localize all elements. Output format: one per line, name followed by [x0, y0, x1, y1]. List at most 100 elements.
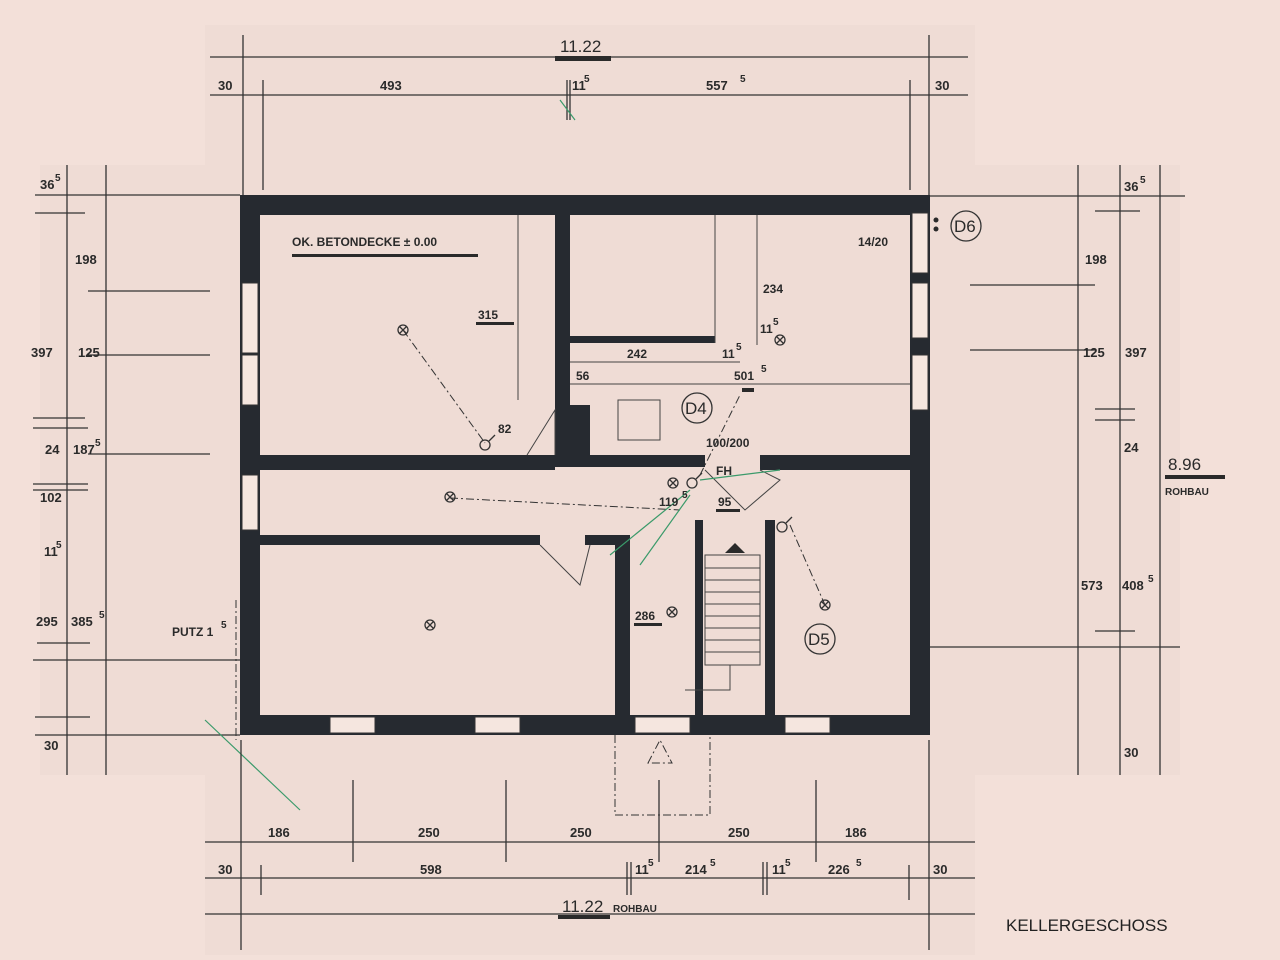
ceiling-light-icon — [424, 619, 436, 631]
dim-label: 11 — [722, 347, 735, 361]
dim-label: 30 — [44, 738, 58, 753]
detail-marker-d5: D5 — [804, 623, 836, 655]
window — [241, 282, 259, 354]
dim-label: 100/200 — [706, 436, 750, 450]
dim-label: 36 — [1124, 179, 1138, 194]
dim-label: 250 — [728, 825, 750, 840]
dim-sup: 5 — [95, 438, 101, 449]
dim-label: 11 — [44, 544, 58, 559]
dim-label: 397 — [1125, 345, 1147, 360]
detail-marker-label: D6 — [954, 217, 976, 236]
dim-sup: 5 — [99, 610, 105, 621]
switch-icon — [479, 434, 496, 451]
right-dimension-chain: 36 5 198 125 397 24 573 408 5 30 8.96 RO… — [930, 165, 1225, 775]
dim-label: 14/20 — [858, 235, 888, 249]
interior-labels: OK. BETONDECKE ± 0.00 315 82 234 242 11 … — [172, 235, 888, 740]
dim-label: 24 — [45, 442, 60, 457]
dim-label: 30 — [1124, 745, 1138, 760]
detail-marker-label: D5 — [808, 630, 830, 649]
dim-sup: 5 — [682, 490, 688, 501]
dim-sup: 5 — [773, 317, 779, 328]
dim-label: 295 — [36, 614, 58, 629]
dim-label: 250 — [570, 825, 592, 840]
dim-label: 187 — [73, 442, 95, 457]
dim-sup: 5 — [785, 858, 791, 869]
dim-label: 11 — [760, 322, 773, 336]
window — [911, 282, 929, 339]
staircase — [685, 543, 761, 691]
dim-sup: 5 — [710, 858, 716, 869]
electrical-symbols — [397, 324, 831, 631]
dim-sup: 5 — [761, 364, 767, 375]
dim-sup: 5 — [856, 858, 862, 869]
dim-label: 598 — [420, 862, 442, 877]
dim-label: 397 — [31, 345, 53, 360]
ceiling-light-icon — [666, 606, 678, 618]
dim-label: 214 — [685, 862, 707, 877]
dim-label: 56 — [576, 369, 590, 383]
entrance-arrow-icon — [647, 738, 673, 764]
left-dimension-chain: 36 5 198 397 125 24 187 5 102 11 5 295 3… — [31, 165, 240, 775]
ceiling-light-icon — [819, 599, 831, 611]
drawing-paper-wide — [40, 165, 1180, 775]
switch-icon — [686, 472, 703, 489]
dim-label: 11 — [635, 862, 649, 877]
interior-details — [204, 99, 910, 816]
dim-sup: 5 — [1148, 574, 1154, 585]
window — [241, 354, 259, 406]
dim-label: 119 — [659, 495, 679, 509]
windows — [241, 212, 929, 734]
dim-sup: 5 — [736, 342, 742, 353]
dim-label: 11 — [772, 862, 786, 877]
dim-label: 385 — [71, 614, 93, 629]
overall-depth-label: 8.96 — [1168, 455, 1201, 474]
dim-label: 36 — [40, 177, 54, 192]
dim-label: 95 — [718, 495, 732, 509]
dim-label: 501 — [734, 369, 754, 383]
overall-width-label: 11.22 — [560, 37, 601, 56]
ceiling-note: OK. BETONDECKE ± 0.00 — [292, 235, 437, 249]
dim-sup: 5 — [55, 173, 61, 184]
dim-label: 198 — [75, 252, 97, 267]
dim-label: 493 — [380, 78, 402, 93]
window — [474, 716, 521, 734]
dim-label: 82 — [498, 422, 512, 436]
detail-marker-d4: D4 — [681, 392, 713, 424]
plaster-note-sup: 5 — [221, 620, 227, 631]
dim-label: 315 — [478, 308, 498, 322]
drawing-title: KELLERGESCHOSS — [1006, 916, 1168, 935]
dim-label: 125 — [78, 345, 100, 360]
ceiling-light-icon — [397, 324, 409, 336]
detail-marker-d6: D6 — [933, 210, 982, 242]
window — [911, 212, 929, 274]
dim-label: 286 — [635, 609, 655, 623]
switch-icon — [776, 516, 793, 533]
dim-label: 30 — [933, 862, 947, 877]
stair-arrow-icon — [725, 543, 745, 553]
detail-marker-label: D4 — [685, 399, 707, 418]
window — [241, 474, 259, 531]
dim-label: 226 — [828, 862, 850, 877]
bottom-dimension-chain: 186 250 250 250 186 30 598 11 5 214 5 11… — [205, 740, 975, 950]
dim-label: 125 — [1083, 345, 1105, 360]
overall-width-bottom-suffix: ROHBAU — [613, 904, 657, 915]
fh-label: FH — [716, 464, 732, 478]
dim-label: 408 — [1122, 578, 1144, 593]
dim-sup: 5 — [56, 540, 62, 551]
ceiling-light-icon — [774, 334, 786, 346]
window — [911, 354, 929, 411]
dim-label: 250 — [418, 825, 440, 840]
window — [329, 716, 376, 734]
top-dimension-chain: 11.22 30 493 11 5 557 5 30 — [210, 35, 968, 195]
window — [634, 716, 691, 734]
dim-label: 30 — [935, 78, 949, 93]
dim-label: 198 — [1085, 252, 1107, 267]
dim-label: 24 — [1124, 440, 1139, 455]
dim-sup: 5 — [1140, 175, 1146, 186]
plaster-note: PUTZ 1 — [172, 625, 214, 639]
dim-label: 186 — [268, 825, 290, 840]
dim-label: 573 — [1081, 578, 1103, 593]
ceiling-light-icon — [667, 477, 679, 489]
dim-label: 30 — [218, 862, 232, 877]
